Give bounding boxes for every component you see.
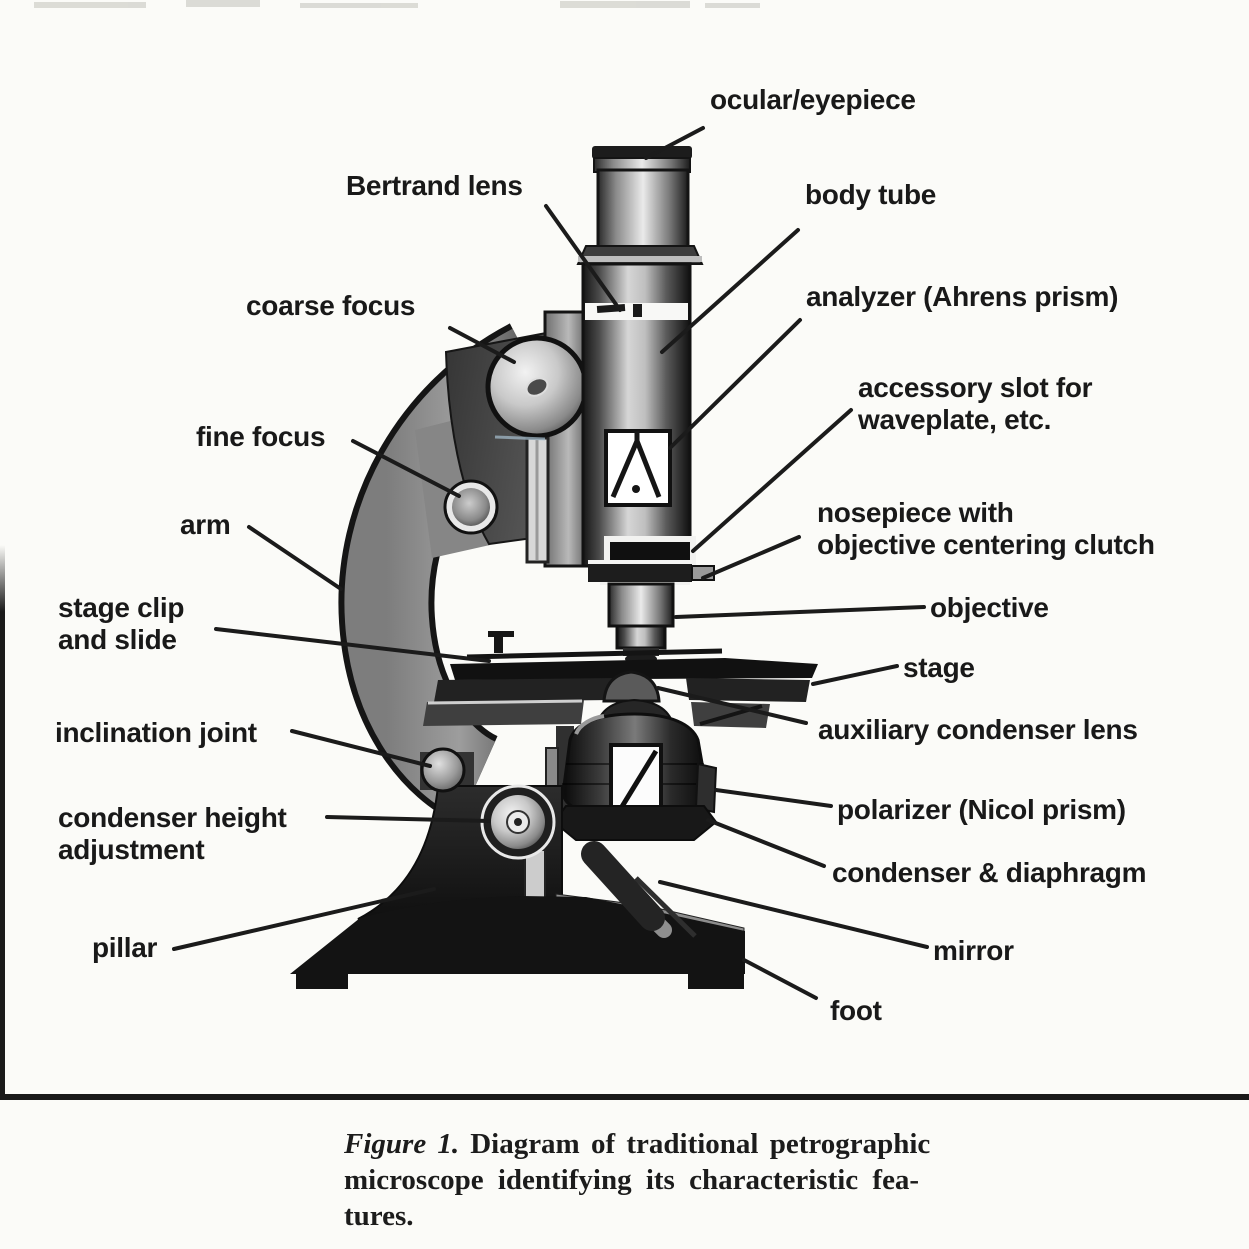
figure-separator-rule xyxy=(0,1094,1249,1100)
label-body-tube: body tube xyxy=(805,179,937,210)
leader-inclination xyxy=(290,729,432,768)
label-pillar: pillar xyxy=(92,932,158,963)
body-tube-drawing xyxy=(581,262,715,665)
leader-pillar xyxy=(172,887,436,951)
label-nosepiece: nosepiece with objective centering clutc… xyxy=(817,497,1155,560)
leader-arm xyxy=(247,525,343,591)
leader-condenser-diaphragm xyxy=(706,818,826,868)
caption-line-3: tures. xyxy=(344,1198,944,1234)
coarse-focus-knob-drawing xyxy=(485,335,589,441)
label-bertrand-lens: Bertrand lens xyxy=(346,170,523,201)
inclination-joint-drawing xyxy=(420,747,466,793)
label-stage-clip-and-slide: stage clip and slide xyxy=(58,592,185,655)
caption-line-2: microscope identifying its characteristi… xyxy=(344,1162,944,1198)
label-auxiliary-condenser-lens: auxiliary condenser lens xyxy=(818,714,1138,745)
leader-condenser-height xyxy=(325,815,491,823)
mirror-drawing xyxy=(581,841,697,938)
caption-line-1: Figure 1. Diagram of traditional petrogra… xyxy=(344,1126,944,1162)
figure-caption: Figure 1. Diagram of traditional petrogra… xyxy=(344,1126,944,1234)
analyzer-window xyxy=(604,429,672,507)
caption-figure-number: Figure 1. xyxy=(344,1128,460,1160)
leader-body-tube xyxy=(660,228,800,354)
label-accessory-slot: accessory slot for waveplate, etc. xyxy=(858,372,1093,435)
page-left-rule xyxy=(0,545,5,1100)
stage-clip-drawing xyxy=(488,631,514,637)
label-objective: objective xyxy=(930,592,1049,623)
label-condenser-diaphragm: condenser & diaphragm xyxy=(832,857,1147,888)
caption-text-3: tures. xyxy=(344,1200,414,1232)
stage-drawing xyxy=(423,631,818,728)
microscope-drawing xyxy=(290,146,818,989)
leader-fine-focus xyxy=(351,439,461,498)
leader-lines xyxy=(172,126,929,1000)
leader-nosepiece xyxy=(701,535,801,580)
leader-accessory-slot xyxy=(691,408,853,553)
scan-artifacts xyxy=(34,0,760,8)
caption-text-2: microscope identifying its characteristi… xyxy=(344,1164,920,1196)
rack-bar xyxy=(525,436,550,564)
slide-drawing xyxy=(466,648,723,660)
label-condenser-height-adjustment: condenser height adjustment xyxy=(58,802,287,865)
leader-foot xyxy=(742,958,818,1000)
leader-polarizer xyxy=(714,788,833,808)
label-polarizer: polarizer (Nicol prism) xyxy=(837,794,1126,825)
label-mirror: mirror xyxy=(933,935,1014,966)
label-stage: stage xyxy=(903,652,975,683)
leader-ocular xyxy=(644,126,705,160)
condenser-height-knob-drawing xyxy=(480,784,556,860)
auxiliary-condenser-lens-drawing xyxy=(602,670,661,703)
label-ocular-eyepiece: ocular/eyepiece xyxy=(710,84,916,115)
label-analyzer: analyzer (Ahrens prism) xyxy=(806,281,1119,312)
leader-mirror xyxy=(658,880,929,949)
leader-stage xyxy=(811,664,899,686)
caption-text-1: Diagram of traditional petrographic xyxy=(470,1128,931,1160)
label-coarse-focus: coarse focus xyxy=(246,290,416,321)
leader-stage-clip xyxy=(214,627,491,663)
leader-analyzer xyxy=(668,318,802,450)
leader-bertrand xyxy=(544,204,622,312)
label-inclination-joint: inclination joint xyxy=(55,717,257,748)
leader-coarse-focus xyxy=(448,326,516,364)
eyepiece-drawing xyxy=(576,146,704,265)
substage-condenser-drawing xyxy=(545,670,718,841)
label-foot: foot xyxy=(830,995,882,1026)
fine-focus-knob-drawing xyxy=(443,479,499,535)
label-arm: arm xyxy=(180,509,231,540)
leader-objective xyxy=(674,605,926,619)
leader-aux-condenser xyxy=(656,686,808,725)
label-fine-focus: fine focus xyxy=(196,421,326,452)
